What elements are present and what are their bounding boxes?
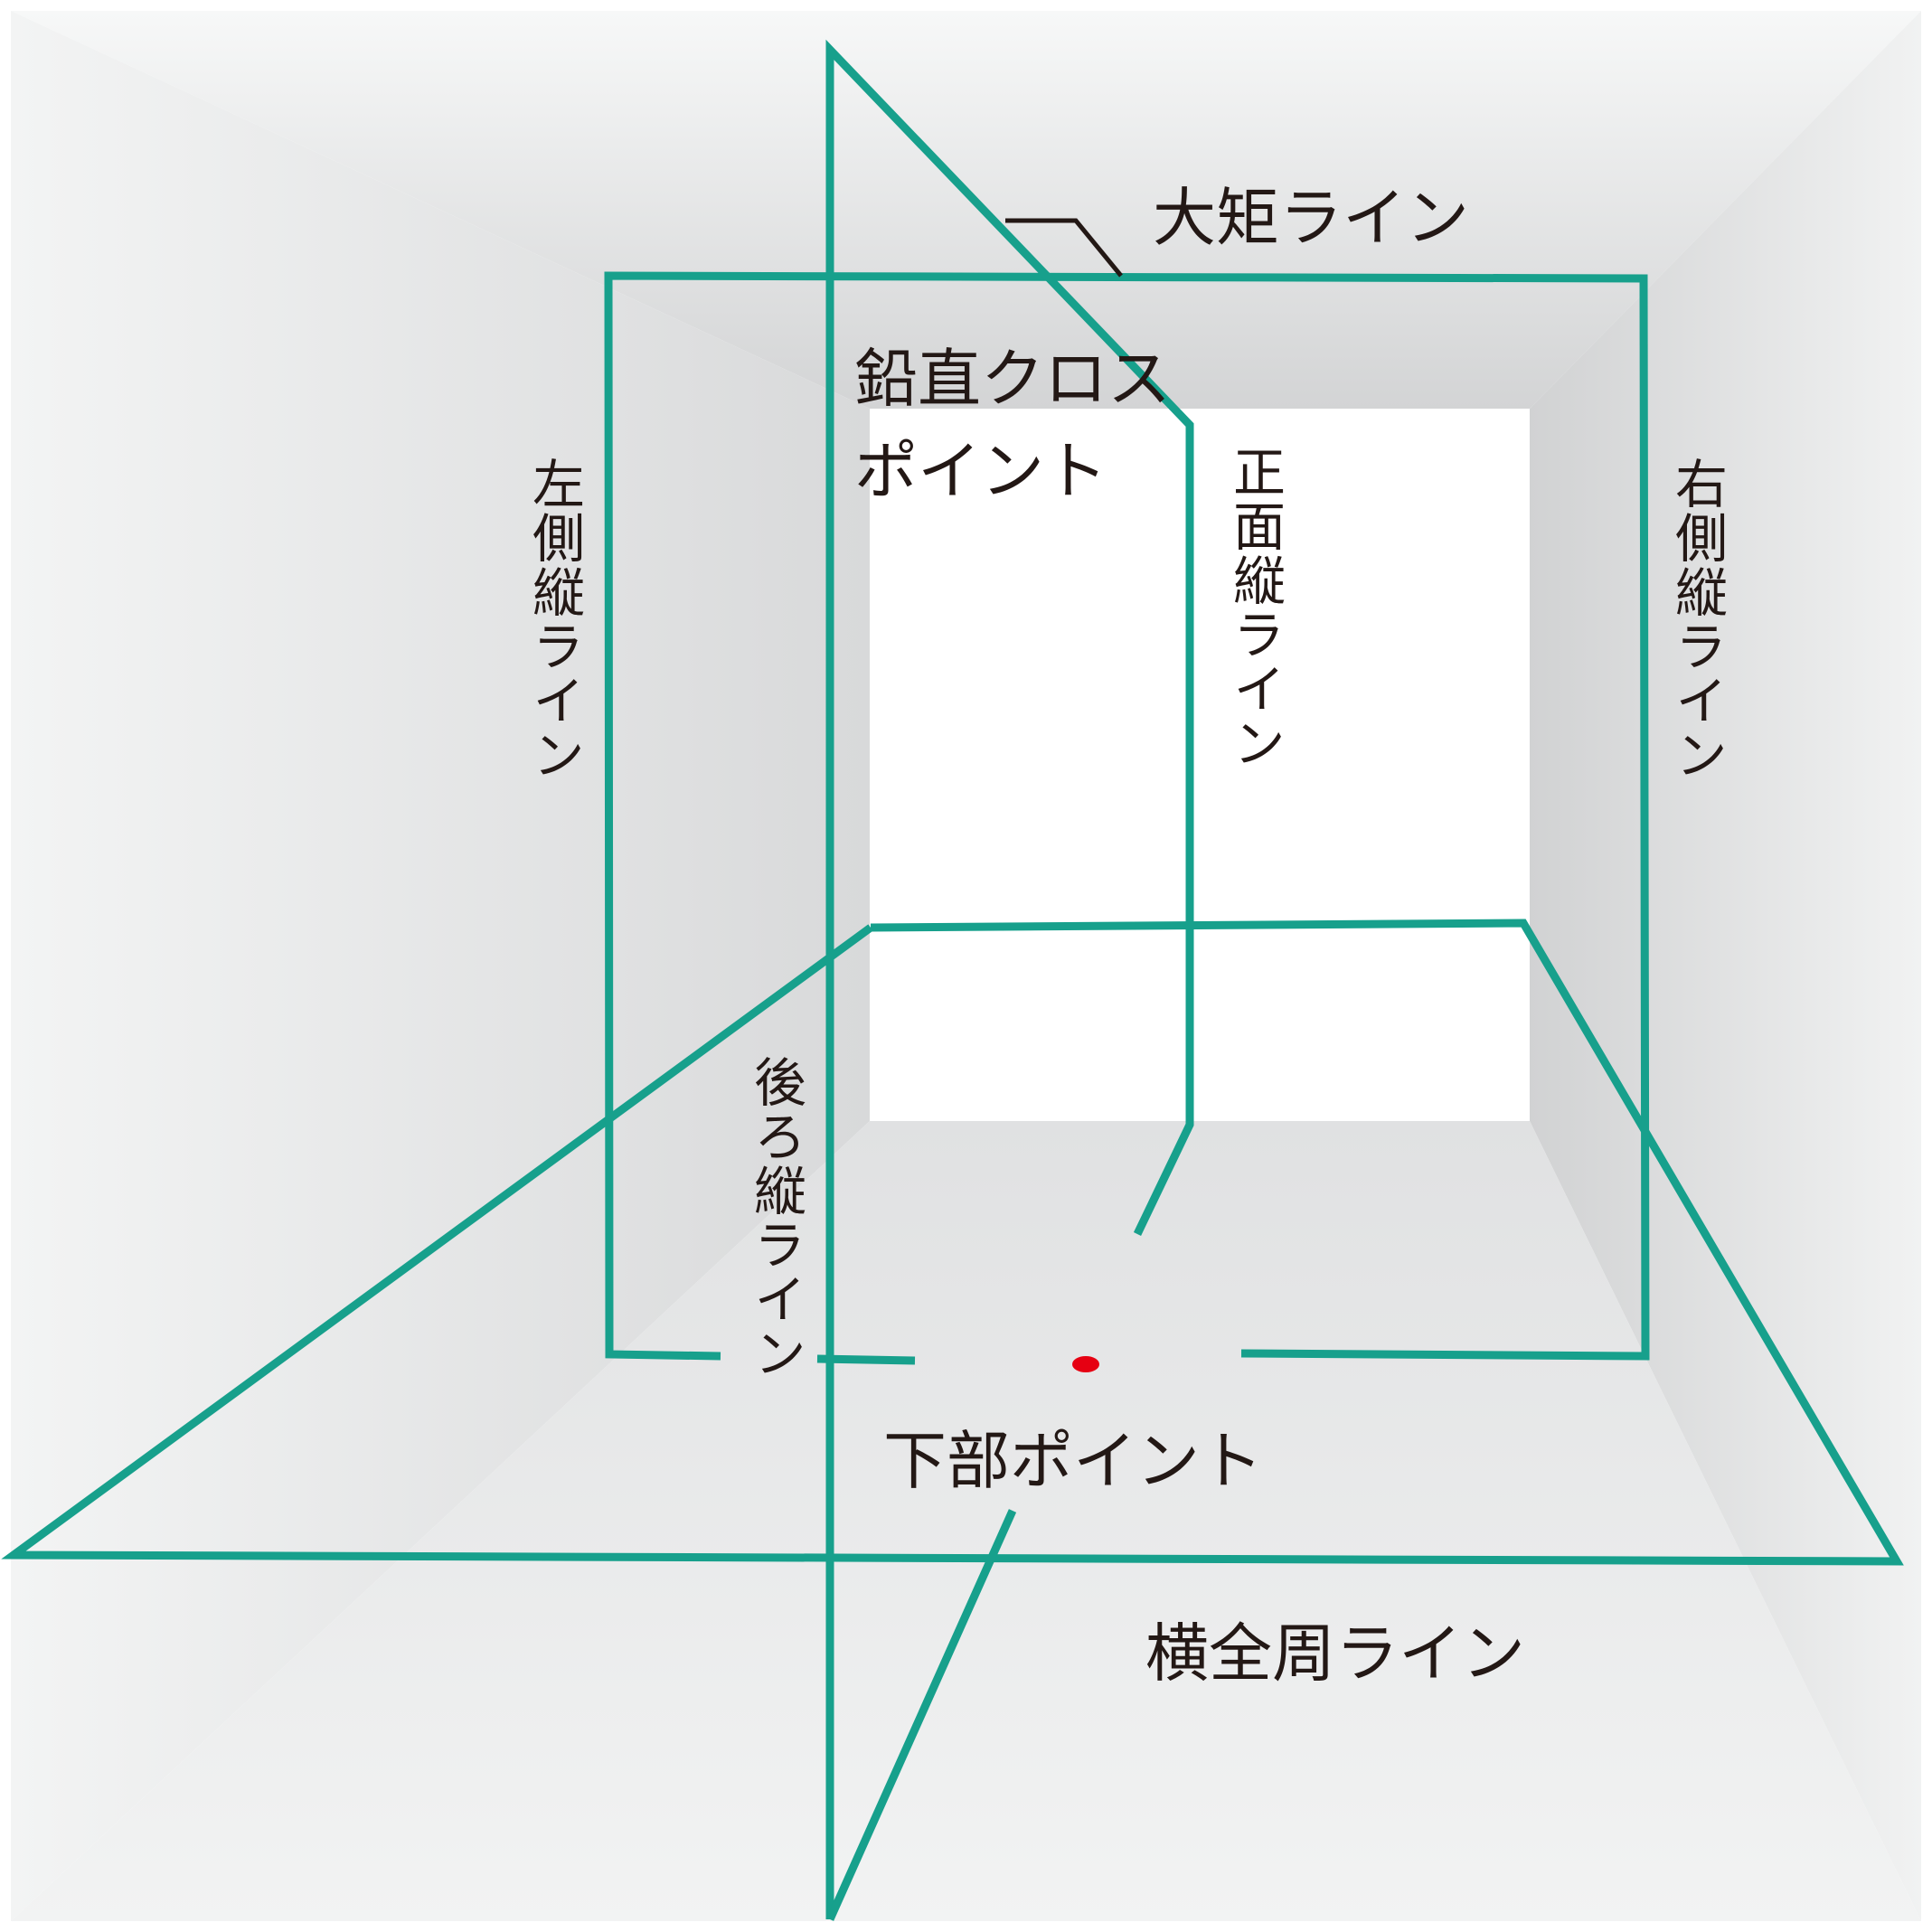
right-vertical-label: 右側縦ライン	[1666, 457, 1728, 782]
front-wall	[870, 409, 1530, 1121]
bottom-point-label: 下部ポイント	[883, 1424, 1263, 1498]
plumb-cross-label-line1: 鉛直クロス	[854, 342, 1171, 416]
left-vertical-line	[604, 271, 1650, 1361]
ceiling	[11, 11, 1921, 409]
laser-lines	[1, 39, 1904, 1921]
left-wall	[11, 11, 870, 1921]
horizontal-line-label: 横全周ライン	[1145, 1616, 1525, 1691]
ogane-line-label: 大矩ライン	[1153, 181, 1469, 255]
horizontal-full-line	[1, 919, 1904, 1566]
front-vertical-label: 正面縦ライン	[1224, 445, 1286, 770]
rear-vertical-line	[825, 39, 1194, 1919]
left-vertical-label: 左側縦ライン	[523, 457, 585, 782]
ogane-leader-line	[1005, 218, 1123, 278]
front-vertical-floor-segment	[825, 1509, 1017, 1921]
room	[11, 11, 1921, 1921]
bottom-point-dot	[1072, 1356, 1099, 1372]
floor	[11, 1121, 1921, 1921]
rear-vertical-label: 後ろ縦ライン	[745, 1055, 806, 1381]
plumb-cross-label-line2: ポイント	[854, 434, 1107, 508]
